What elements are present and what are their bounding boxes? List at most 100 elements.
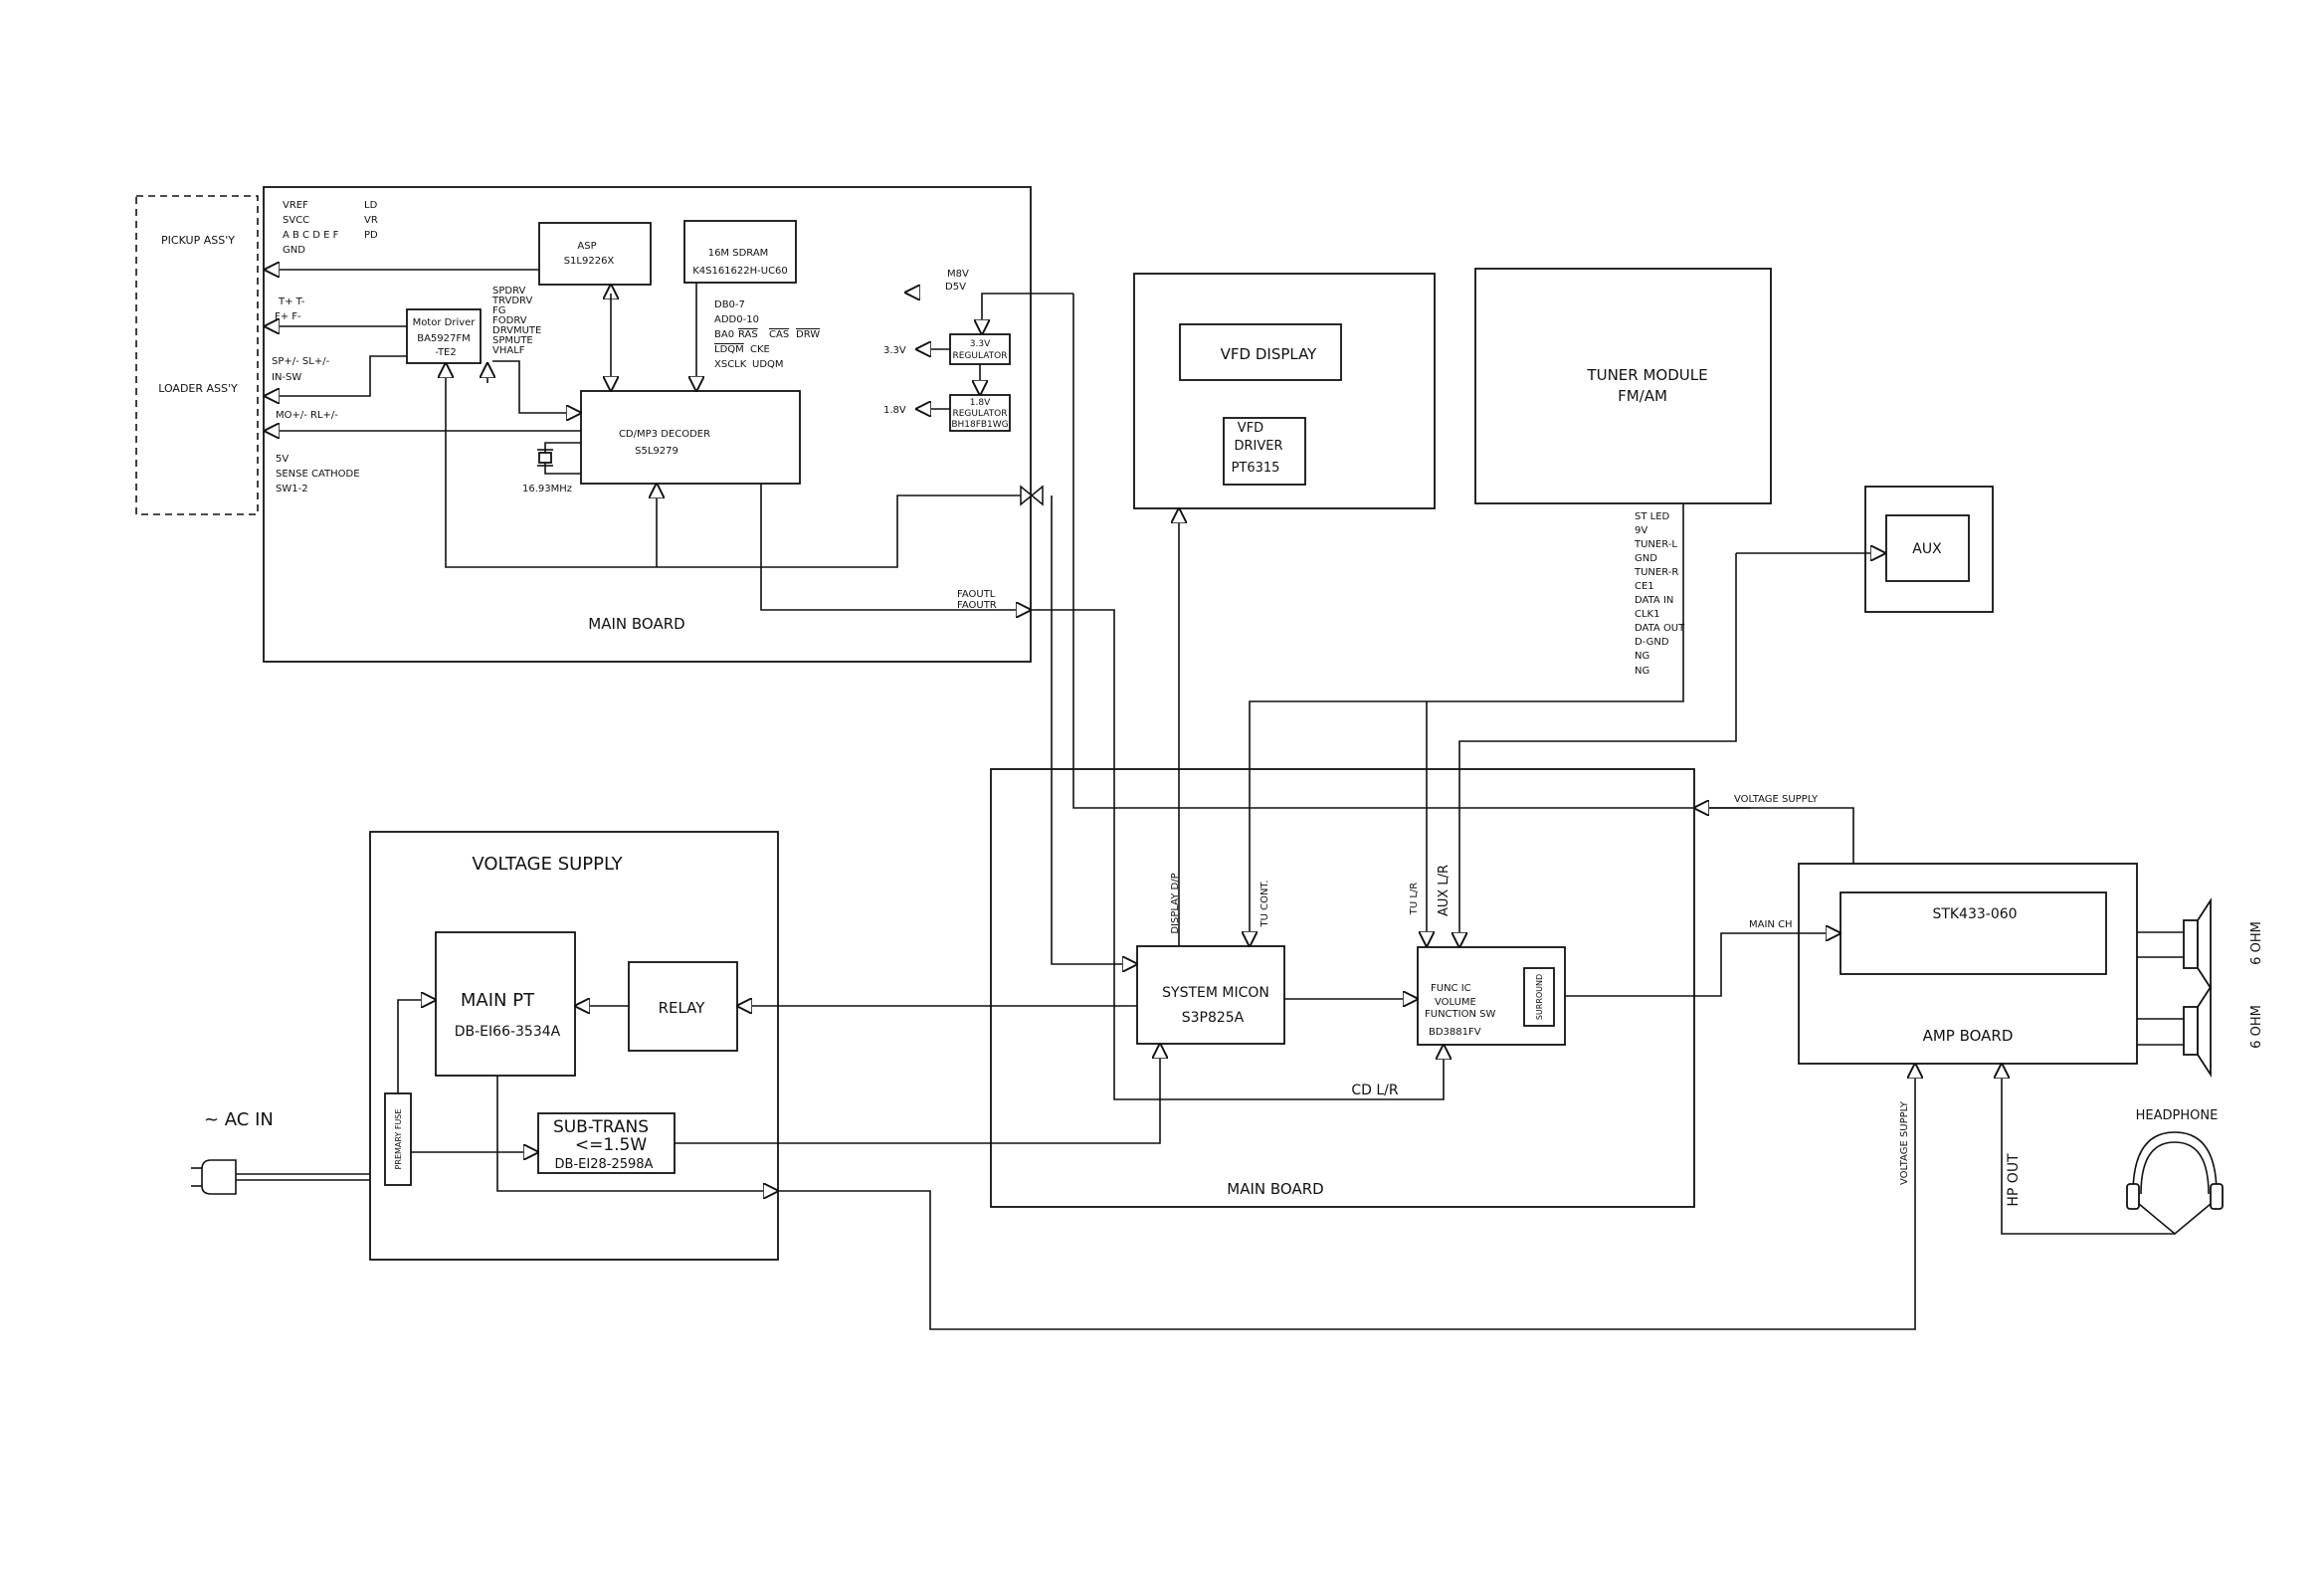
sdram-part: K4S161622H-UC60: [692, 266, 788, 277]
main-board-label: MAIN BOARD: [1227, 1180, 1323, 1198]
bus-ldqm: LDQM: [714, 344, 744, 355]
bus-drw: DRW: [796, 329, 820, 340]
drv-signal-fodrv: FODRV: [492, 315, 527, 326]
sub-trans-power: <=1.5W: [575, 1135, 648, 1155]
signal-sw12: SW1-2: [276, 484, 308, 494]
regulator-1v8-part: BH18FB1WG: [951, 420, 1008, 430]
signal-mo-rl: MO+/- RL+/-: [276, 410, 338, 421]
func-ic-title: FUNC IC: [1431, 983, 1471, 994]
power-d5v: D5V: [945, 282, 966, 293]
tu-cont-label: TU CONT.: [1259, 880, 1270, 927]
output-1v8: 1.8V: [883, 405, 906, 416]
bus-cas: CAS: [769, 329, 789, 340]
tuner-pin-tuner-l: TUNER-L: [1634, 539, 1677, 550]
speaker-icon-2: [2137, 983, 2212, 1079]
signal-gnd: GND: [283, 245, 305, 256]
amp-voltage-supply-label: VOLTAGE SUPPLY: [1899, 1100, 1910, 1185]
signal-focus: F+ F-: [275, 311, 301, 322]
voltage-supply-title: VOLTAGE SUPPLY: [472, 854, 623, 875]
tuner-pin-ce1: CE1: [1635, 581, 1654, 592]
cd-lr-label: CD L/R: [1351, 1083, 1399, 1098]
func-ic-function-sw: FUNCTION SW: [1425, 1009, 1495, 1020]
relay: [628, 961, 738, 1052]
tuner-pin-gnd: GND: [1635, 553, 1657, 564]
aux-lr-label: AUX L/R: [1437, 865, 1452, 916]
signal-vref: VREF: [283, 200, 308, 211]
ac-plug-icon: [191, 1159, 370, 1195]
micon-title: SYSTEM MICON: [1162, 985, 1269, 1001]
motor-driver-part: BA5927FM: [417, 333, 471, 344]
faoutl-label: FAOUTL: [957, 589, 996, 600]
main-board: [990, 768, 1695, 1208]
crystal-symbol: [538, 452, 552, 464]
main-pt-label: MAIN PT: [461, 990, 535, 1011]
ac-in-label: ~ AC IN: [204, 1109, 274, 1130]
bus-xsclk: XSCLK: [714, 359, 747, 370]
tuner-pin-9v: 9V: [1635, 525, 1647, 536]
signal-abcdef: A B C D E F: [283, 230, 339, 241]
vfd-display-label: VFD DISPLAY: [1221, 345, 1318, 363]
speaker-icon: [2137, 896, 2212, 992]
relay-label: RELAY: [659, 999, 706, 1017]
motor-driver-ic: [406, 308, 482, 364]
sdram-ic: [683, 220, 797, 284]
signal-vr: VR: [364, 215, 378, 226]
primary-fuse: [384, 1092, 412, 1186]
regulator-3v3-label: REGULATOR: [952, 351, 1007, 361]
pickup-assy-label: PICKUP ASS'Y: [161, 234, 235, 247]
vfd-display: [1179, 323, 1342, 381]
bus-db: DB0-7: [714, 299, 745, 310]
signal-5v: 5V: [276, 454, 289, 465]
tuner-pin-ng-2: NG: [1635, 666, 1649, 677]
signal-svcc: SVCC: [283, 215, 309, 226]
surround-label: SURROUND: [1535, 974, 1544, 1020]
bus-udqm: UDQM: [752, 359, 784, 370]
signal-sp-sl: SP+/- SL+/-: [272, 356, 330, 367]
signal-sense-cathode: SENSE CATHODE: [276, 469, 360, 480]
asp-title: ASP: [577, 241, 596, 252]
tuner-pin-tuner-r: TUNER-R: [1634, 567, 1678, 578]
drv-signal-fg: FG: [492, 305, 506, 316]
vfd-driver-ic: [1223, 417, 1306, 486]
tuner-pin-clk1: CLK1: [1635, 609, 1659, 620]
output-3v3: 3.3V: [883, 345, 906, 356]
speaker-impedance: 6 OHM: [2249, 921, 2264, 965]
tuner-band: FM/AM: [1618, 387, 1667, 405]
tuner-module: [1474, 268, 1772, 504]
regulator-1v8-label: REGULATOR: [952, 409, 1007, 419]
signal-track: T+ T-: [278, 296, 305, 307]
tuner-pin-data-in: DATA IN: [1635, 595, 1673, 606]
speaker-impedance-2: 6 OHM: [2249, 1005, 2264, 1049]
micon-part: S3P825A: [1182, 1010, 1245, 1026]
main-ch-label: MAIN CH: [1749, 919, 1793, 930]
surround-block: [1523, 967, 1555, 1027]
drv-signal-vhalf: VHALF: [492, 345, 525, 356]
drv-signal-drvmute: DRVMUTE: [492, 325, 541, 336]
faoutr-label: FAOUTR: [957, 600, 997, 611]
bus-ras: RAS: [738, 329, 758, 340]
power-m8v: M8V: [947, 269, 969, 280]
regulator-1v8-voltage: 1.8V: [970, 398, 991, 408]
connector-symbol: [1020, 485, 1034, 506]
headphone-label: HEADPHONE: [2136, 1108, 2219, 1123]
regulator-1v8: [949, 394, 1011, 432]
aux-label: AUX: [1912, 541, 1942, 557]
drv-signal-trvdrv: TRVDRV: [491, 296, 532, 306]
tuner-pin-st-led: ST LED: [1635, 511, 1670, 522]
tuner-pin-data-out: DATA OUT: [1635, 623, 1685, 634]
asp-ic: [538, 222, 652, 286]
decoder-part: S5L9279: [635, 446, 678, 457]
sdram-title: 16M SDRAM: [708, 248, 769, 259]
stk433-060-ic: [1840, 891, 2107, 975]
hp-out-label: HP OUT: [2006, 1153, 2022, 1207]
bus-cke: CKE: [750, 344, 770, 355]
tuner-pin-ng: NG: [1635, 651, 1649, 662]
bus-addr: ADD0-10: [714, 314, 759, 325]
signal-in-sw: IN-SW: [272, 372, 301, 383]
amp-ic-label: STK433-060: [1932, 906, 2017, 922]
vfd-driver-part: PT6315: [1232, 461, 1280, 476]
pickup-loader-assembly: [135, 195, 259, 515]
main-pt-part: DB-EI66-3534A: [455, 1024, 561, 1040]
bus-ba: BA0: [714, 329, 734, 340]
